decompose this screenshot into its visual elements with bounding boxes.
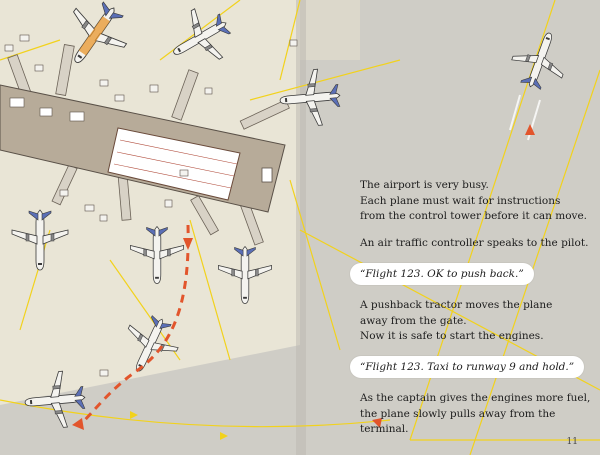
airplanes [11, 0, 576, 432]
speech-text: “Flight 123. Taxi to runway 9 and hold.” [360, 361, 575, 373]
story-line: the plane slowly pulls away from the ter… [360, 407, 556, 436]
story-line: Now it is safe to start the engines. [360, 330, 544, 342]
story-paragraph-2: An air traffic controller speaks to the … [360, 236, 588, 252]
jet-bridges [7, 44, 290, 246]
story-paragraph-3: A pushback tractor moves the plane away … [360, 298, 552, 345]
story-line: from the control tower before it can mov… [360, 210, 588, 222]
story-line: A pushback tractor moves the plane [360, 299, 553, 311]
story-line: Each plane must wait for instructions [360, 194, 561, 207]
service-vehicles [4, 34, 298, 377]
pushback-route-arrow-icon [72, 224, 193, 430]
speech-text: “Flight 123. OK to push back.” [360, 268, 524, 280]
speech-bubble-taxi: “Flight 123. Taxi to runway 9 and hold.” [350, 356, 585, 378]
story-paragraph-1: The airport is very busy. Each plane mus… [360, 178, 587, 225]
book-gutter [296, 0, 306, 455]
story-line: The airport is very busy. [360, 179, 489, 191]
speech-bubble-push-back: “Flight 123. OK to push back.” [350, 263, 534, 285]
story-line: away from the gate. [360, 314, 467, 327]
page-number: 11 [566, 437, 578, 447]
story-line: As the captain gives the engines more fu… [360, 392, 591, 404]
story-line: An air traffic controller speaks to the … [360, 237, 589, 249]
airplane-icon [50, 0, 140, 81]
taxi-direction-arrow-icon [372, 124, 535, 428]
terminal-building [0, 84, 286, 213]
story-paragraph-4: As the captain gives the engines more fu… [360, 391, 600, 438]
